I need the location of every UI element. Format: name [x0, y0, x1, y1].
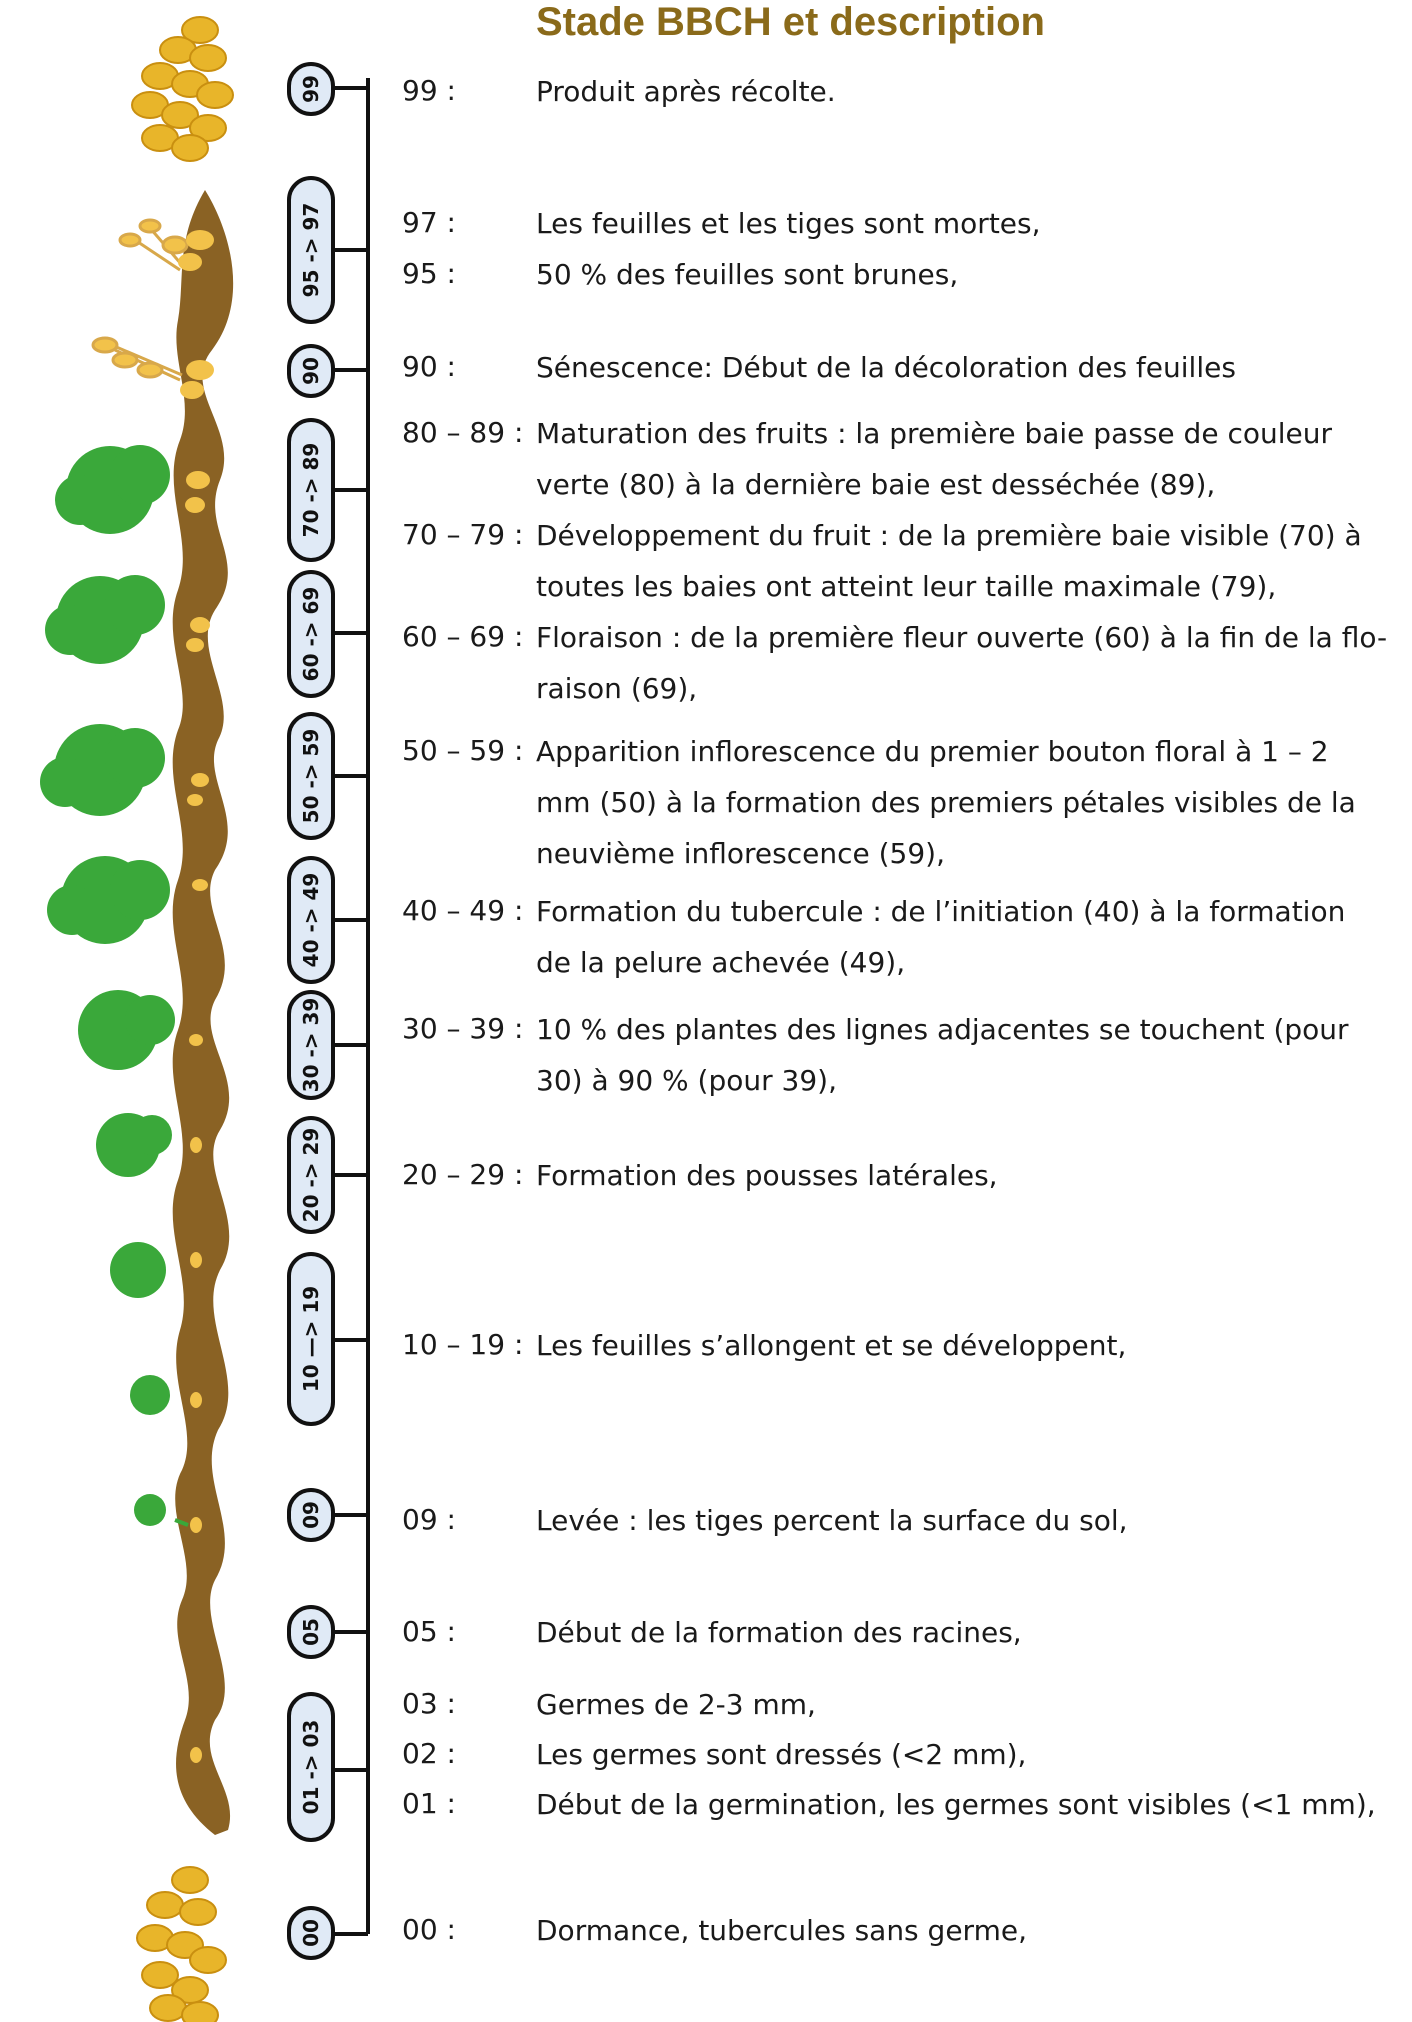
stage-pill-50-59: 50 -> 59 [287, 712, 335, 840]
description-line: Développement du fruit : de la première … [536, 519, 1362, 552]
tuber-pile-bottom [136, 1866, 227, 2022]
leafy-plants [40, 445, 175, 1526]
description-line: Dormance, tubercules sans germe, [536, 1914, 1027, 1947]
description-line: raison (69), [536, 672, 698, 705]
description-line: Sénescence: Début de la décoloration des… [536, 351, 1236, 384]
dried-plant [91, 218, 189, 382]
stage-description: Formation des pousses latérales, [536, 1150, 1406, 1201]
description-line: Les feuilles et les tiges sont mortes, [536, 207, 1041, 240]
stage-code: 20 – 29 : [402, 1158, 524, 1191]
stage-description: Germes de 2-3 mm, [536, 1679, 1406, 1730]
stage-pill-05: 05 [287, 1605, 335, 1659]
description-line: Les germes sont dressés (<2 mm), [536, 1738, 1027, 1771]
stage-pill-20-29: 20 -> 29 [287, 1116, 335, 1234]
stage-pill-99: 99 [287, 62, 335, 116]
description-line: Début de la formation des racines, [536, 1616, 1022, 1649]
stage-description: Développement du fruit : de la première … [536, 510, 1406, 612]
stage-pill-60-69: 60 -> 69 [287, 570, 335, 698]
stage-code: 40 – 49 : [402, 894, 524, 927]
stage-code: 00 : [402, 1913, 456, 1946]
stage-code: 05 : [402, 1615, 456, 1648]
soil-ridge [172, 190, 234, 1835]
tuber-pile-top [131, 16, 234, 162]
stage-pill-40-49: 40 -> 49 [287, 856, 335, 984]
description-line: Floraison : de la première fleur ouverte… [536, 621, 1388, 654]
stage-pill-70-89: 70 -> 89 [287, 418, 335, 562]
stage-description: Les feuilles s’allongent et se développe… [536, 1320, 1406, 1371]
stage-description: Début de la formation des racines, [536, 1607, 1406, 1658]
stage-code: 50 – 59 : [402, 734, 524, 767]
description-line: de la pelure achevée (49), [536, 946, 906, 979]
description-line: Formation des pousses latérales, [536, 1159, 998, 1192]
description-line: Maturation des fruits : la première baie… [536, 417, 1332, 450]
stage-code: 90 : [402, 350, 456, 383]
stage-description: Dormance, tubercules sans germe, [536, 1905, 1406, 1956]
description-line: Produit après récolte. [536, 75, 836, 108]
stage-pill-00: 00 [287, 1906, 335, 1960]
description-line: Formation du tubercule : de l’initiation… [536, 895, 1346, 928]
description-line: toutes les baies ont atteint leur taille… [536, 570, 1277, 603]
stage-code: 60 – 69 : [402, 620, 524, 653]
stage-description: Début de la germination, les germes sont… [536, 1779, 1406, 1830]
stage-description: 50 % des feuilles sont brunes, [536, 249, 1406, 300]
stage-description: Apparition inflorescence du premier bout… [536, 726, 1406, 879]
stage-code: 97 : [402, 206, 456, 239]
stage-description: Les germes sont dressés (<2 mm), [536, 1729, 1406, 1780]
stage-description: Sénescence: Début de la décoloration des… [536, 342, 1406, 393]
stage-code: 02 : [402, 1737, 456, 1770]
stage-description: Maturation des fruits : la première baie… [536, 408, 1406, 510]
description-line: 30) à 90 % (pour 39), [536, 1064, 837, 1097]
description-line: Germes de 2-3 mm, [536, 1688, 816, 1721]
timeline [335, 78, 370, 1936]
stage-pill-95-97: 95 -> 97 [287, 176, 335, 324]
stage-pill-10-19: 10 —> 19 [287, 1252, 335, 1426]
stage-code: 30 – 39 : [402, 1012, 524, 1045]
stage-code: 99 : [402, 74, 456, 107]
description-line: Les feuilles s’allongent et se développe… [536, 1329, 1127, 1362]
page-title: Stade BBCH et description [536, 0, 1045, 44]
stage-code: 80 – 89 : [402, 416, 524, 449]
stage-description: Produit après récolte. [536, 66, 1406, 117]
stage-description: Floraison : de la première fleur ouverte… [536, 612, 1406, 714]
stage-pill-09: 09 [287, 1488, 335, 1542]
stage-pill-90: 90 [287, 344, 335, 398]
stage-code: 03 : [402, 1687, 456, 1720]
stage-description: Les feuilles et les tiges sont mortes, [536, 198, 1406, 249]
description-line: 10 % des plantes des lignes adjacentes s… [536, 1013, 1349, 1046]
stage-pill-30-39: 30 -> 39 [287, 990, 335, 1100]
stage-code: 70 – 79 : [402, 518, 524, 551]
description-line: Levée : les tiges percent la surface du … [536, 1504, 1128, 1537]
description-line: neuvième inflorescence (59), [536, 837, 945, 870]
tubers-in-soil [178, 230, 214, 1763]
description-line: Début de la germination, les germes sont… [536, 1788, 1376, 1821]
description-line: mm (50) à la formation des premiers péta… [536, 786, 1356, 819]
stage-description: 10 % des plantes des lignes adjacentes s… [536, 1004, 1406, 1106]
stage-pill-01-03: 01 -> 03 [287, 1692, 335, 1842]
stage-description: Formation du tubercule : de l’initiation… [536, 886, 1406, 988]
description-line: verte (80) à la dernière baie est desséc… [536, 468, 1216, 501]
stage-description: Levée : les tiges percent la surface du … [536, 1495, 1406, 1546]
stage-code: 09 : [402, 1503, 456, 1536]
description-line: Apparition inflorescence du premier bout… [536, 735, 1329, 768]
description-line: 50 % des feuilles sont brunes, [536, 258, 959, 291]
stage-code: 01 : [402, 1787, 456, 1820]
stage-code: 95 : [402, 257, 456, 290]
stage-code: 10 – 19 : [402, 1328, 524, 1361]
